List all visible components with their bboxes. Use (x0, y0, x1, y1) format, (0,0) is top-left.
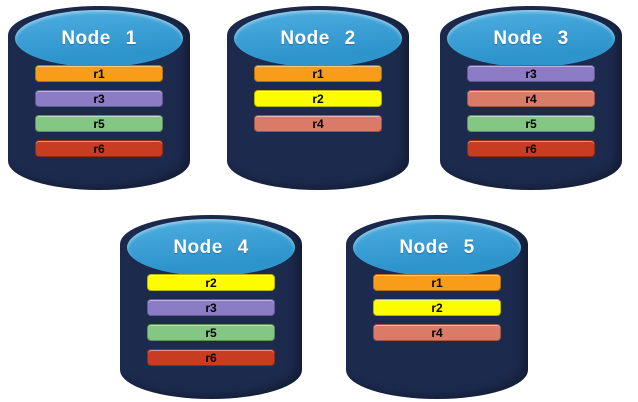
replica-bar: r5 (147, 324, 275, 341)
replica-list: r2 r3 r5 r6 (147, 274, 275, 366)
replica-label: r2 (431, 300, 443, 315)
replica-label: r1 (431, 275, 443, 290)
replica-list: r1 r3 r5 r6 (35, 65, 163, 157)
db-node-5: Node 5 r1 r2 r4 (346, 215, 528, 399)
replica-bar: r4 (467, 90, 595, 107)
replica-label: r6 (93, 141, 105, 156)
cylinder-top: Node 4 (127, 219, 295, 276)
replica-label: r5 (93, 116, 105, 131)
replica-bar: r3 (35, 90, 163, 107)
replica-bar: r6 (147, 349, 275, 366)
replica-label: r5 (205, 325, 217, 340)
replica-list: r1 r2 r4 (373, 274, 501, 341)
node-label: Node 3 (493, 27, 569, 49)
replica-bar: r3 (147, 299, 275, 316)
cylinder-top: Node 3 (447, 10, 615, 67)
cylinder-top: Node 2 (234, 10, 402, 67)
replica-bar: r2 (147, 274, 275, 291)
replica-list: r1 r2 r4 (254, 65, 382, 132)
replica-bar: r4 (254, 115, 382, 132)
replica-bar: r3 (467, 65, 595, 82)
replica-bar: r1 (35, 65, 163, 82)
replica-label: r4 (525, 91, 537, 106)
replica-list: r3 r4 r5 r6 (467, 65, 595, 157)
replica-bar: r5 (467, 115, 595, 132)
replica-label: r4 (312, 116, 324, 131)
db-node-2: Node 2 r1 r2 r4 (227, 6, 409, 190)
cylinder-top: Node 5 (353, 219, 521, 276)
replica-bar: r2 (373, 299, 501, 316)
replica-label: r3 (205, 300, 217, 315)
replica-bar: r6 (35, 140, 163, 157)
cylinder-top: Node 1 (15, 10, 183, 67)
node-label: Node 2 (280, 27, 356, 49)
replica-label: r3 (93, 91, 105, 106)
node-label: Node 1 (61, 27, 137, 49)
replica-bar: r1 (373, 274, 501, 291)
replica-label: r3 (525, 66, 537, 81)
replica-bar: r4 (373, 324, 501, 341)
replica-label: r2 (205, 275, 217, 290)
node-label: Node 5 (399, 236, 475, 258)
db-node-1: Node 1 r1 r3 r5 r6 (8, 6, 190, 190)
node-label: Node 4 (173, 236, 249, 258)
replica-label: r2 (312, 91, 324, 106)
replica-bar: r1 (254, 65, 382, 82)
replica-label: r5 (525, 116, 537, 131)
replica-label: r1 (93, 66, 105, 81)
replica-label: r6 (205, 350, 217, 365)
replica-label: r4 (431, 325, 443, 340)
replica-bar: r2 (254, 90, 382, 107)
replica-bar: r6 (467, 140, 595, 157)
db-node-3: Node 3 r3 r4 r5 r6 (440, 6, 622, 190)
replica-label: r1 (312, 66, 324, 81)
replica-label: r6 (525, 141, 537, 156)
db-node-4: Node 4 r2 r3 r5 r6 (120, 215, 302, 399)
replica-bar: r5 (35, 115, 163, 132)
